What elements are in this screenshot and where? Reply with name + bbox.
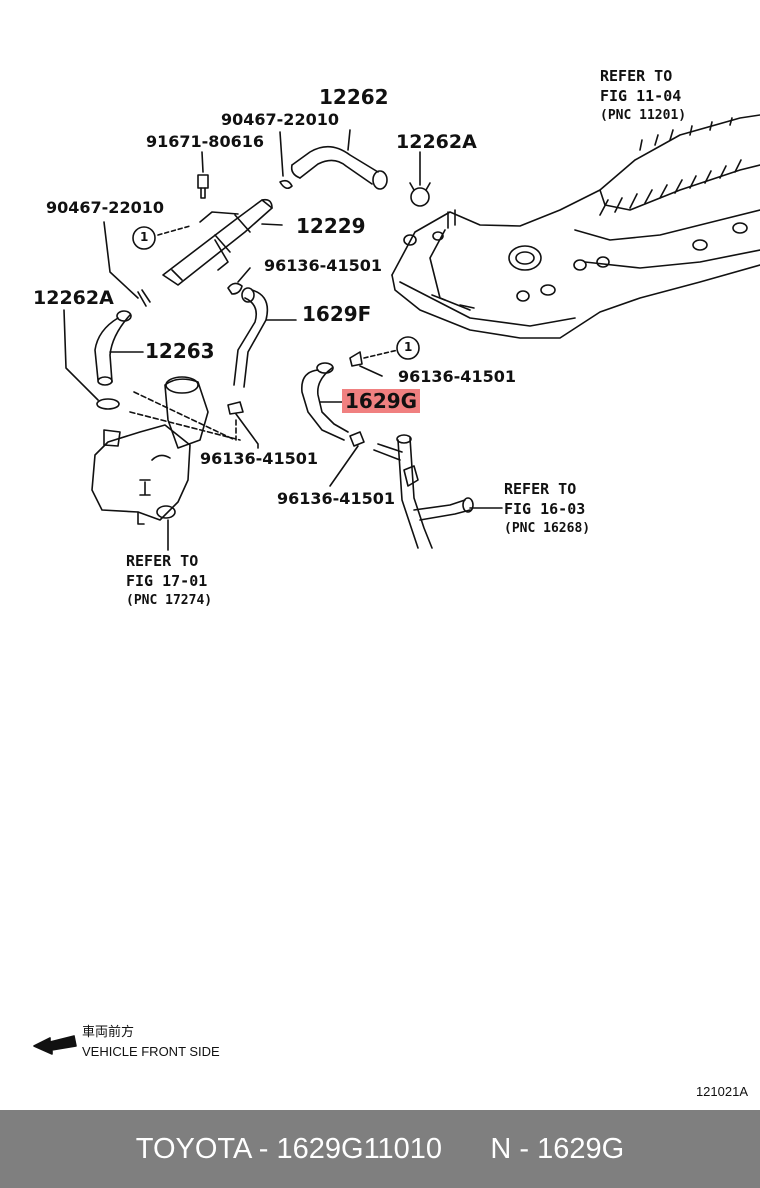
callout-number-right: 1 (404, 340, 413, 354)
pipe-12229-drawing (157, 198, 283, 286)
part-label-96136-c[interactable]: 96136-41501 (200, 449, 318, 468)
diagram-number: 121021A (695, 1084, 748, 1099)
callout-number-left: 1 (140, 230, 149, 244)
vehicle-front-en: VEHICLE FRONT SIDE (82, 1044, 220, 1059)
footer-bar: TOYOTA - 1629G11010 N - 1629G (0, 1110, 760, 1188)
front-arrow-icon (33, 1035, 77, 1055)
part-label-90467-left[interactable]: 90467-22010 (46, 198, 164, 217)
ref-fig-17-01-pnc: (PNC 17274) (126, 593, 213, 608)
ref-fig-11-04[interactable]: REFER TO FIG 11-04 (PNC 11201) (600, 66, 686, 126)
part-label-12262A-top[interactable]: 12262A (396, 131, 477, 153)
hose-1629F-drawing (233, 287, 297, 388)
ref-fig-17-01-line2: FIG 17-01 (126, 572, 208, 590)
part-label-96136-a[interactable]: 96136-41501 (264, 256, 382, 275)
parts-diagram (33, 114, 760, 1055)
ref-fig-11-04-line1: REFER TO (600, 67, 673, 85)
vehicle-front-jp: 車両前方 (82, 1024, 135, 1039)
part-label-91671[interactable]: 91671-80616 (146, 132, 264, 151)
hose-1629G-drawing (301, 362, 349, 441)
callout-circle-left (132, 226, 156, 250)
ref-fig-16-03-line1: REFER TO (504, 480, 577, 498)
hose-12262-drawing (290, 129, 388, 190)
callout-circle-right (396, 336, 420, 360)
clamp-12262A-top-drawing (409, 151, 431, 207)
clip-90467-left-drawing (103, 221, 151, 307)
clamp-96136-a-drawing (227, 267, 251, 295)
water-pump-housing-drawing (91, 376, 241, 551)
part-label-12262A-left[interactable]: 12262A (33, 287, 114, 309)
ref-fig-17-01-line1: REFER TO (126, 552, 199, 570)
part-label-96136-d[interactable]: 96136-41501 (277, 489, 395, 508)
bolt-drawing (197, 151, 209, 199)
part-label-12262[interactable]: 12262 (319, 85, 389, 109)
clamp-12262A-left-drawing (63, 309, 120, 410)
footer-part-text: TOYOTA - 1629G11010 N - 1629G (135, 1133, 625, 1165)
clamp-96136-b-drawing (349, 349, 399, 377)
ref-fig-17-01[interactable]: REFER TO FIG 17-01 (PNC 17274) (126, 551, 212, 611)
clip-90467-top-drawing (279, 131, 293, 190)
clamp-1629F-lower-drawing (227, 401, 259, 449)
part-label-90467-top[interactable]: 90467-22010 (221, 110, 339, 129)
part-label-1629G-highlighted[interactable]: 1629G (342, 389, 421, 413)
part-label-96136-b[interactable]: 96136-41501 (398, 367, 516, 386)
vehicle-front-indicator: 車両前方 VEHICLE FRONT SIDE (82, 1022, 220, 1062)
ref-fig-11-04-pnc: (PNC 11201) (600, 108, 687, 123)
ref-fig-16-03-line2: FIG 16-03 (504, 500, 586, 518)
ref-fig-16-03-pnc: (PNC 16268) (504, 521, 591, 536)
pipe-16-03-drawing (373, 434, 503, 549)
ref-fig-11-04-line2: FIG 11-04 (600, 87, 682, 105)
intake-manifold-drawing (391, 114, 760, 339)
part-label-12229[interactable]: 12229 (296, 214, 366, 238)
ref-fig-16-03[interactable]: REFER TO FIG 16-03 (PNC 16268) (504, 479, 590, 539)
part-label-1629F[interactable]: 1629F (302, 302, 372, 326)
part-label-12263[interactable]: 12263 (145, 339, 215, 363)
clamp-96136-c-drawing (329, 431, 365, 487)
hose-12263-drawing (94, 310, 144, 386)
